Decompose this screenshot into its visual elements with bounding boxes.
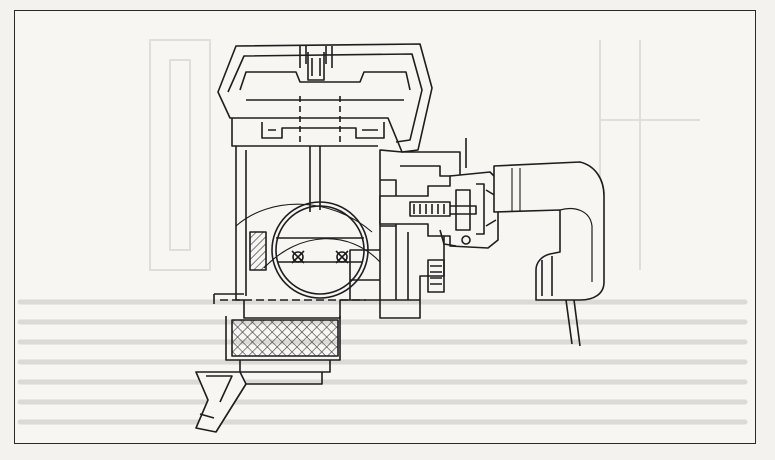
top-cover [217, 43, 433, 153]
right-column [379, 230, 445, 319]
carburettor-cutaway [195, 43, 605, 433]
main-body [231, 118, 403, 319]
hatched-block [249, 231, 267, 271]
connector-boot [493, 161, 605, 301]
solenoid-housing [379, 171, 499, 249]
bracket [400, 151, 461, 177]
filter-element [231, 319, 339, 357]
throttle-bore [271, 201, 369, 299]
bleed-through-lines [17, 299, 748, 425]
wire-right [573, 299, 581, 347]
wire-left [565, 299, 573, 345]
jet-needle [409, 201, 451, 217]
mid-flange [261, 122, 385, 139]
throttle-pivot-left [292, 251, 304, 263]
throttle-pivot-right [336, 251, 348, 263]
